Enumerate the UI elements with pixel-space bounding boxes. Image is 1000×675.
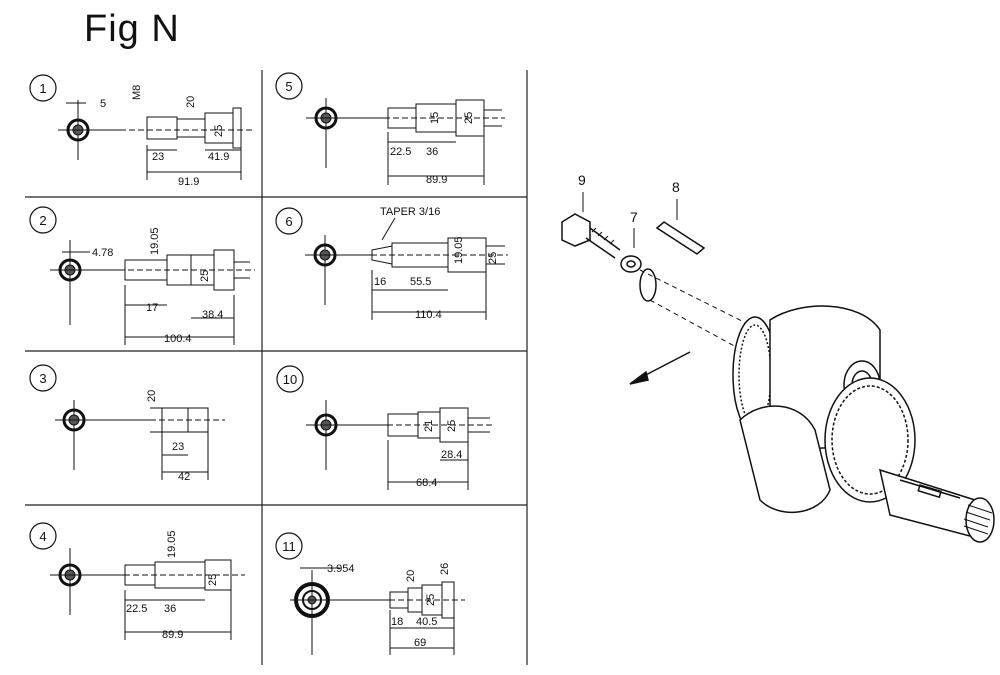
dim: 25 — [446, 420, 458, 432]
panel-number-circle — [29, 522, 57, 550]
panel-number-circle — [275, 207, 303, 235]
dim: 20 — [146, 390, 158, 402]
washer-icon — [620, 255, 642, 273]
end-view — [58, 100, 120, 160]
panel-2: 2 4.78 19.05 25 17 38.4 100.4 — [29, 206, 255, 345]
callout-8: 8 — [672, 179, 680, 195]
dim: 40.5 — [416, 616, 437, 628]
dim: 5 — [100, 98, 106, 110]
crankshaft-gear — [824, 377, 916, 503]
panel-number: 6 — [285, 214, 292, 229]
dim: 23 — [172, 441, 184, 453]
dim: 100.4 — [164, 333, 192, 345]
dim: 15 — [429, 112, 441, 124]
panel-number-circle — [29, 364, 57, 392]
panel-10: 10 21 25 28.4 68.4 — [276, 365, 495, 490]
shaft-side-view — [378, 407, 495, 490]
shaft-side-view — [380, 581, 465, 655]
panel-number: 2 — [39, 213, 46, 228]
dim: 21 — [423, 420, 435, 432]
panel-number-circle — [276, 365, 304, 393]
dim: 38.4 — [202, 309, 223, 321]
panel-3: 3 20 23 42 — [29, 364, 225, 483]
key-pin-icon — [655, 221, 706, 255]
dim: 25 — [487, 252, 499, 264]
end-view — [290, 567, 390, 655]
dim: 28.4 — [441, 449, 462, 461]
dim: 25 — [207, 574, 219, 586]
dim: 110.4 — [415, 309, 442, 321]
panel-number-circle — [275, 532, 303, 560]
dim: 17 — [146, 302, 158, 314]
dim: 25 — [425, 594, 437, 606]
dim: 19.05 — [149, 227, 161, 255]
panel-number: 4 — [39, 529, 46, 544]
crankshaft-illustration: 9 8 7 — [561, 172, 995, 543]
end-view — [306, 98, 388, 168]
dim: 20 — [185, 96, 197, 108]
dim: 23 — [152, 151, 164, 163]
shaft-side-view — [62, 249, 255, 345]
end-view — [50, 240, 125, 325]
arrow-icon — [629, 351, 691, 385]
dim: 42 — [178, 471, 190, 483]
panel-number: 3 — [39, 371, 46, 386]
panel-6: 6 TAPER 3/16 19.05 25 16 55.5 110.4 — [275, 206, 508, 321]
end-view — [305, 235, 372, 305]
panel-1: 1 5 M8 20 25 23 41.9 91.9 — [29, 74, 255, 188]
dim: 25 — [463, 112, 475, 124]
panel-number: 11 — [282, 539, 296, 554]
panel-5: 5 15 25 22.5 36 89.9 — [275, 72, 505, 186]
figure-title: Fig N — [84, 8, 180, 50]
shaft-side-view — [375, 99, 505, 185]
panel-number: 10 — [283, 372, 297, 387]
dim: 19.05 — [453, 236, 465, 264]
dim: 89.9 — [426, 174, 447, 186]
panel-4: 4 19.05 25 22.5 36 89.9 — [29, 522, 245, 641]
output-shaft — [878, 468, 995, 543]
end-view — [306, 400, 388, 470]
dim: 25 — [213, 125, 225, 137]
panel-number-circle — [275, 72, 303, 100]
dim: 25 — [199, 270, 211, 282]
end-view — [55, 400, 150, 470]
dim: 26 — [439, 563, 451, 575]
panel-number: 5 — [285, 79, 292, 94]
dim: 89.9 — [162, 629, 183, 641]
taper-note: TAPER 3/16 — [380, 206, 440, 218]
dim: 41.9 — [208, 151, 229, 163]
dim: M8 — [131, 85, 143, 100]
dim: 18 — [391, 616, 403, 628]
end-view — [50, 548, 125, 615]
shaft-side-view — [362, 237, 508, 320]
panel-number: 1 — [39, 81, 46, 96]
dim: 22.5 — [126, 603, 147, 615]
dim: 3.954 — [327, 563, 355, 575]
dim: 69 — [414, 637, 426, 649]
panel-11: 11 3.954 20 25 26 18 40.5 69 — [275, 532, 465, 655]
panel-number-circle — [29, 74, 57, 102]
dim: 91.9 — [178, 176, 199, 188]
dim: 68.4 — [416, 477, 437, 489]
shaft-side-view — [150, 407, 225, 480]
bolt-icon — [561, 213, 621, 259]
dim: 55.5 — [410, 276, 431, 288]
dim: 19.05 — [166, 530, 178, 558]
dim: 36 — [426, 146, 438, 158]
shaft-side-view — [66, 102, 255, 180]
grid-lines — [25, 70, 528, 665]
callout-7: 7 — [630, 209, 638, 225]
panel-number-circle — [29, 206, 57, 234]
dim: 4.78 — [92, 247, 113, 259]
shaft-side-view — [115, 559, 245, 640]
dim: 16 — [374, 276, 386, 288]
dim: 20 — [405, 570, 417, 582]
dim: 22.5 — [390, 146, 411, 158]
dim: 36 — [164, 603, 176, 615]
callout-9: 9 — [578, 172, 586, 188]
